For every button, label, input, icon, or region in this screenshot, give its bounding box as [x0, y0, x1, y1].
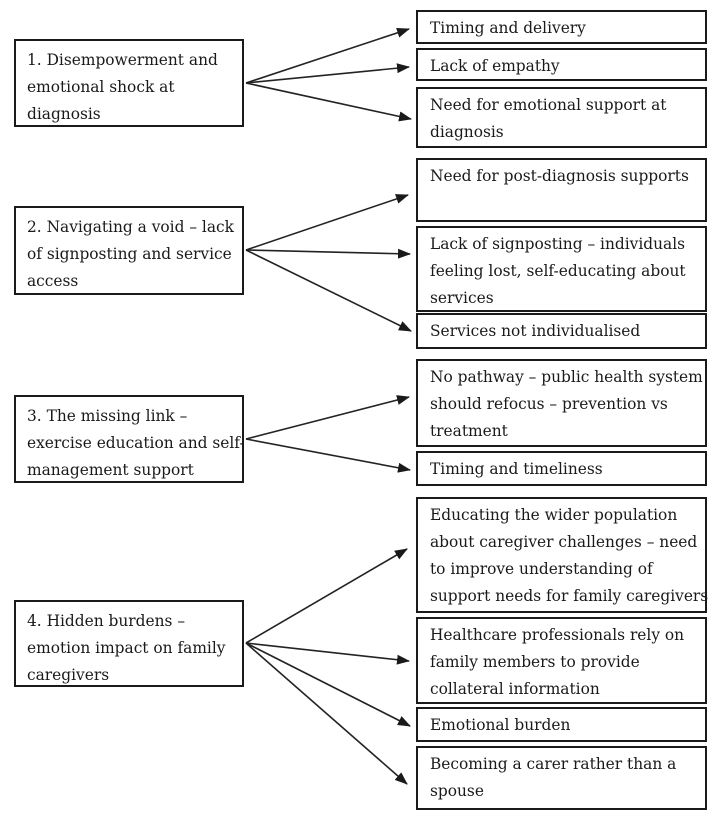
subtheme-box-3-1: No pathway – public health system should… [416, 359, 707, 447]
subtheme-1-2-label: Lack of empathy [430, 57, 560, 75]
theme-box-2: 2. Navigating a void – lack of signposti… [14, 206, 244, 295]
subtheme-1-3-label: Need for emotional support at diagnosis [430, 96, 667, 141]
arrow-theme1-sub3 [245, 82, 412, 122]
subtheme-box-2-1: Need for post-diagnosis supports [416, 158, 707, 222]
subtheme-2-1-label: Need for post-diagnosis supports [430, 167, 689, 185]
subtheme-4-2-label: Healthcare professionals rely on family … [430, 626, 685, 698]
theme-4-label: 4. Hidden burdens – emotion impact on fa… [27, 612, 226, 684]
subtheme-3-2-label: Timing and timeliness [430, 460, 603, 478]
subtheme-3-1-label: No pathway – public health system should… [430, 368, 703, 440]
subtheme-box-1-1: Timing and delivery [416, 10, 707, 44]
arrow-theme1-sub1 [245, 28, 410, 84]
subtheme-box-4-1: Educating the wider population about car… [416, 497, 709, 613]
theme-box-4: 4. Hidden burdens – emotion impact on fa… [14, 600, 244, 687]
subtheme-box-4-3: Emotional burden [416, 707, 707, 742]
subtheme-box-4-2: Healthcare professionals rely on family … [416, 617, 707, 704]
subtheme-4-4-label: Becoming a carer rather than a spouse [430, 755, 677, 800]
theme-3-label: 3. The missing link – exercise education… [27, 407, 245, 479]
arrow-theme3-sub2 [245, 438, 411, 473]
arrow-theme1-sub2 [245, 63, 410, 84]
arrow-theme2-sub3 [245, 249, 412, 332]
subtheme-4-3-label: Emotional burden [430, 716, 571, 734]
subtheme-1-1-label: Timing and delivery [430, 19, 586, 37]
theme-2-label: 2. Navigating a void – lack of signposti… [27, 218, 234, 290]
subtheme-box-1-2: Lack of empathy [416, 48, 707, 81]
theme-box-1: 1. Disempowerment and emotional shock at… [14, 39, 244, 127]
arrow-theme3-sub1 [245, 395, 410, 440]
subtheme-box-4-4: Becoming a carer rather than a spouse [416, 746, 707, 810]
arrow-theme4-sub4 [245, 642, 408, 785]
subtheme-box-3-2: Timing and timeliness [416, 451, 707, 486]
subtheme-box-2-2: Lack of signposting – individuals feelin… [416, 226, 707, 312]
subtheme-4-1-label: Educating the wider population about car… [430, 506, 709, 605]
arrow-theme4-sub2 [245, 642, 410, 665]
subtheme-2-3-label: Services not individualised [430, 322, 641, 340]
arrow-theme4-sub1 [245, 548, 408, 644]
arrow-theme2-sub2 [245, 248, 411, 259]
theme-1-label: 1. Disempowerment and emotional shock at… [27, 51, 218, 123]
subtheme-2-2-label: Lack of signposting – individuals feelin… [430, 235, 686, 307]
arrow-theme2-sub1 [245, 194, 409, 251]
theme-box-3: 3. The missing link – exercise education… [14, 395, 245, 483]
arrow-theme4-sub3 [245, 642, 411, 727]
subtheme-box-1-3: Need for emotional support at diagnosis [416, 87, 707, 148]
subtheme-box-2-3: Services not individualised [416, 313, 707, 349]
